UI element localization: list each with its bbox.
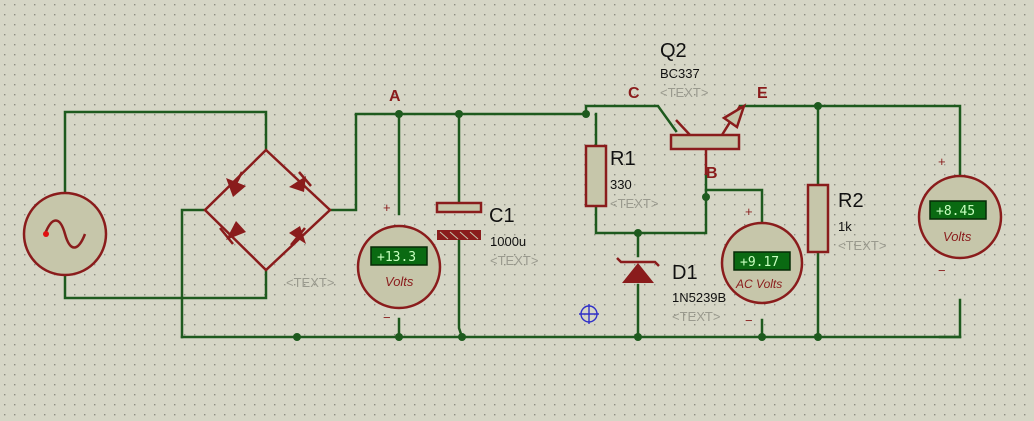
r2-value: 1k (838, 219, 852, 234)
resistor-r1[interactable] (584, 144, 608, 208)
wires (63, 104, 962, 339)
voltmeter-1-plus: + (383, 200, 391, 215)
capacitor-c1[interactable] (435, 201, 483, 240)
net-label-b: B (706, 165, 718, 182)
voltmeter-2-minus: − (745, 313, 753, 328)
net-label-a: A (389, 88, 401, 105)
voltmeter-3-reading: +8.45 (936, 204, 975, 219)
bridge-diode-2 (289, 171, 312, 192)
voltmeter-2-unit: AC Volts (735, 277, 782, 291)
bridge-diode-4 (289, 226, 306, 246)
voltmeter-2-plus: + (745, 204, 753, 219)
r2-refdes: R2 (838, 190, 864, 212)
voltmeter-2[interactable]: +9.17 AC Volts + − (720, 204, 804, 328)
bridge-diode-3 (219, 221, 246, 245)
voltmeter-2-display (733, 251, 791, 271)
d1-value: 1N5239B (672, 290, 726, 305)
bridge-diode-1 (226, 171, 246, 197)
voltmeter-1-minus: − (383, 310, 391, 325)
resistor-r2[interactable] (806, 183, 830, 254)
q2-value: BC337 (660, 66, 700, 81)
q2-text-placeholder: <TEXT> (660, 85, 708, 100)
voltmeter-1-unit: Volts (385, 274, 414, 289)
d1-text-placeholder: <TEXT> (672, 309, 720, 324)
voltmeter-1-display (370, 246, 428, 266)
voltmeter-3-plus: + (938, 154, 946, 169)
c1-refdes: C1 (489, 205, 515, 227)
c1-text-placeholder: <TEXT> (490, 253, 538, 268)
r1-refdes: R1 (610, 148, 636, 170)
junction-dots (293, 102, 822, 341)
r2-text-placeholder: <TEXT> (838, 238, 886, 253)
zener-d1[interactable] (616, 257, 660, 283)
c1-value: 1000u (490, 234, 526, 249)
voltmeter-3-display (929, 200, 987, 220)
origin-marker-icon (579, 304, 599, 324)
voltmeter-1[interactable]: +13.3 Volts + − (356, 200, 442, 325)
ac-source[interactable] (22, 191, 108, 277)
r1-value: 330 (610, 177, 632, 192)
r1-text-placeholder: <TEXT> (610, 196, 658, 211)
voltmeter-1-reading: +13.3 (377, 250, 416, 265)
bridge-rectifier[interactable] (203, 148, 332, 272)
voltmeter-3-unit: Volts (943, 229, 972, 244)
voltmeter-3[interactable]: +8.45 Volts + − (917, 154, 1003, 278)
voltmeter-3-minus: − (938, 263, 946, 278)
net-label-e: E (757, 85, 768, 102)
bridge-text-placeholder: <TEXT> (286, 275, 334, 290)
d1-refdes: D1 (672, 262, 698, 284)
transistor-q2[interactable] (669, 103, 747, 175)
net-label-c: C (628, 85, 640, 102)
q2-refdes: Q2 (660, 40, 687, 62)
voltmeter-2-reading: +9.17 (740, 255, 779, 270)
